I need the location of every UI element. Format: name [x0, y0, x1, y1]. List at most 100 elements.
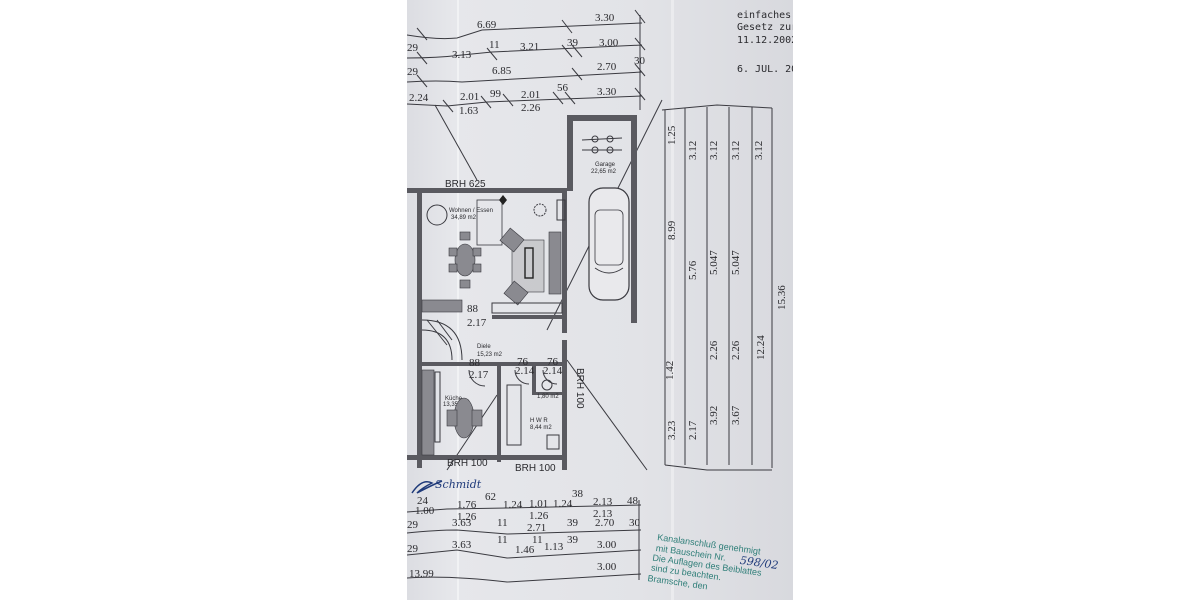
stamp-top-right: einfaches Gesetz zur 11.12.2002 6. JUL. … [737, 10, 793, 75]
dim-label: 3.63 [452, 517, 472, 529]
boiler [546, 434, 560, 450]
dim-label: 39 [567, 37, 579, 49]
door-height: 2.17 [469, 369, 489, 381]
floor-plan-drawing: 6.69 3.30 29 3.13 11 3.21 39 3.00 29 6.8… [407, 9, 793, 591]
dim-label: 39 [567, 517, 579, 529]
dim-label: 2.24 [409, 92, 429, 104]
room-area-living: 34,89 m2 [451, 215, 477, 221]
dim-label: 3.21 [520, 41, 539, 53]
kitchen: Küche 13,35 m2 [421, 369, 483, 456]
room-name-hwr: H W R [530, 418, 548, 424]
dim-label: 3.92 [708, 406, 720, 425]
dim-label: 2.70 [597, 61, 617, 73]
dim-label: 1.63 [459, 105, 479, 117]
room-name-garage: Garage [595, 162, 616, 168]
dim-label: 2.26 [730, 340, 742, 360]
dim-label: 29 [407, 66, 419, 78]
door-height: 2.14 [515, 365, 535, 377]
dim-label: 8.99 [666, 220, 678, 240]
dim-label: 3.13 [452, 49, 472, 61]
garage: Garage 22,65 m2 [567, 115, 637, 323]
dim-label: 3.12 [708, 141, 720, 160]
dim-label: 38 [572, 488, 584, 500]
dim-label: 29 [407, 42, 419, 54]
dim-label: 29 [407, 543, 419, 555]
dim-label: 1.25 [666, 125, 678, 145]
paper-fold [671, 0, 674, 600]
dim-label: 2.71 [527, 522, 546, 534]
dim-label: 1.24 [503, 499, 523, 511]
door-width: 76 [547, 356, 559, 368]
dim-label: 30 [634, 55, 646, 67]
dim-label: 5.047 [708, 250, 720, 275]
dim-label: 15.36 [776, 285, 788, 310]
dim-label: 2.13 [593, 508, 613, 520]
dim-label: 13.99 [409, 568, 434, 580]
room-name-living: Wohnen / Essen [449, 208, 493, 214]
dim-label: 11 [532, 534, 543, 546]
dim-label: 11 [497, 517, 508, 529]
dim-label: 3.30 [595, 12, 615, 24]
stamp-line: 11.12.2002 [737, 35, 793, 46]
living-dining-room: Wohnen / Essen 34,89 m2 [426, 195, 566, 314]
dim-label: 6.85 [492, 65, 512, 77]
dim-label: 5.76 [687, 260, 699, 280]
dim-label: 3.12 [730, 141, 742, 160]
window-label-top: BRH 625 [445, 179, 486, 190]
dim-label: 62 [485, 491, 496, 503]
house-walls [407, 188, 567, 470]
dim-label: 2.26 [521, 102, 541, 114]
door-height: 2.14 [543, 365, 563, 377]
room-name-diele: Diele [477, 344, 491, 350]
stairs [421, 299, 463, 361]
dim-label: 1.13 [544, 541, 564, 553]
permit-number: 598/02 [739, 554, 779, 572]
dim-label: 39 [567, 534, 579, 546]
dim-label: 1.42 [664, 361, 676, 380]
window-label-bottom-left: BRH 100 [447, 458, 488, 469]
window-label-bottom-mid: BRH 100 [515, 463, 556, 474]
door-width: 76 [517, 356, 529, 368]
dim-label: 1.24 [553, 498, 573, 510]
door-height: 2.17 [467, 317, 487, 329]
dim-label: 1.76 [457, 499, 477, 511]
dim-label: 24 [417, 495, 429, 507]
dim-label: 3.67 [730, 405, 742, 425]
room-area-hwr: 8,44 m2 [530, 425, 552, 431]
door-width: 88 [469, 357, 481, 369]
dim-label: 3.23 [666, 420, 678, 440]
dim-label: 3.00 [597, 539, 617, 551]
room-area-garage: 22,65 m2 [591, 169, 617, 175]
dim-label: 3.00 [597, 561, 617, 573]
dim-label: 6.69 [477, 19, 497, 31]
stamp-bottom-right: Kanalanschluß genehmigt mit Bauschein Nr… [647, 532, 779, 591]
floor-plan-paper: 6.69 3.30 29 3.13 11 3.21 39 3.00 29 6.8… [407, 0, 793, 600]
dim-label: 29 [407, 519, 419, 531]
window-label-right: BRH 100 [574, 368, 585, 409]
car-icon [588, 187, 630, 301]
dim-label: 11 [489, 39, 500, 51]
dim-label: 3.63 [452, 539, 472, 551]
dim-label: 1.26 [529, 510, 549, 522]
dim-label: 2.26 [708, 340, 720, 360]
signature: Schmidt [411, 478, 482, 494]
dim-label: 1.26 [457, 511, 477, 523]
dim-label: 3.00 [599, 37, 619, 49]
dim-label: 3.30 [597, 86, 617, 98]
dim-label: 56 [557, 82, 569, 94]
room-name-kitchen: Küche [445, 396, 463, 402]
dim-label: 12.24 [755, 335, 767, 360]
dim-label: 1.46 [515, 544, 535, 556]
dim-label: 11 [497, 534, 508, 546]
dim-label: 2.17 [687, 420, 699, 440]
date-stamp: 6. JUL. 200 [737, 64, 793, 75]
top-dimension-chains: 6.69 3.30 29 3.13 11 3.21 39 3.00 29 6.8… [407, 9, 646, 117]
dim-label: 2.01 [521, 89, 540, 101]
room-area-wc: 1,80 m2 [537, 394, 559, 400]
dim-label: 3.12 [687, 141, 699, 160]
right-dimension-chains: 1.25 8.99 1.42 3.23 3.12 5.76 2.17 3.12 … [661, 104, 788, 471]
dim-label: 1.00 [415, 505, 435, 517]
stamp-line: einfaches [737, 10, 791, 21]
toilet-icon [541, 379, 553, 391]
dim-label: 2.70 [595, 517, 615, 529]
